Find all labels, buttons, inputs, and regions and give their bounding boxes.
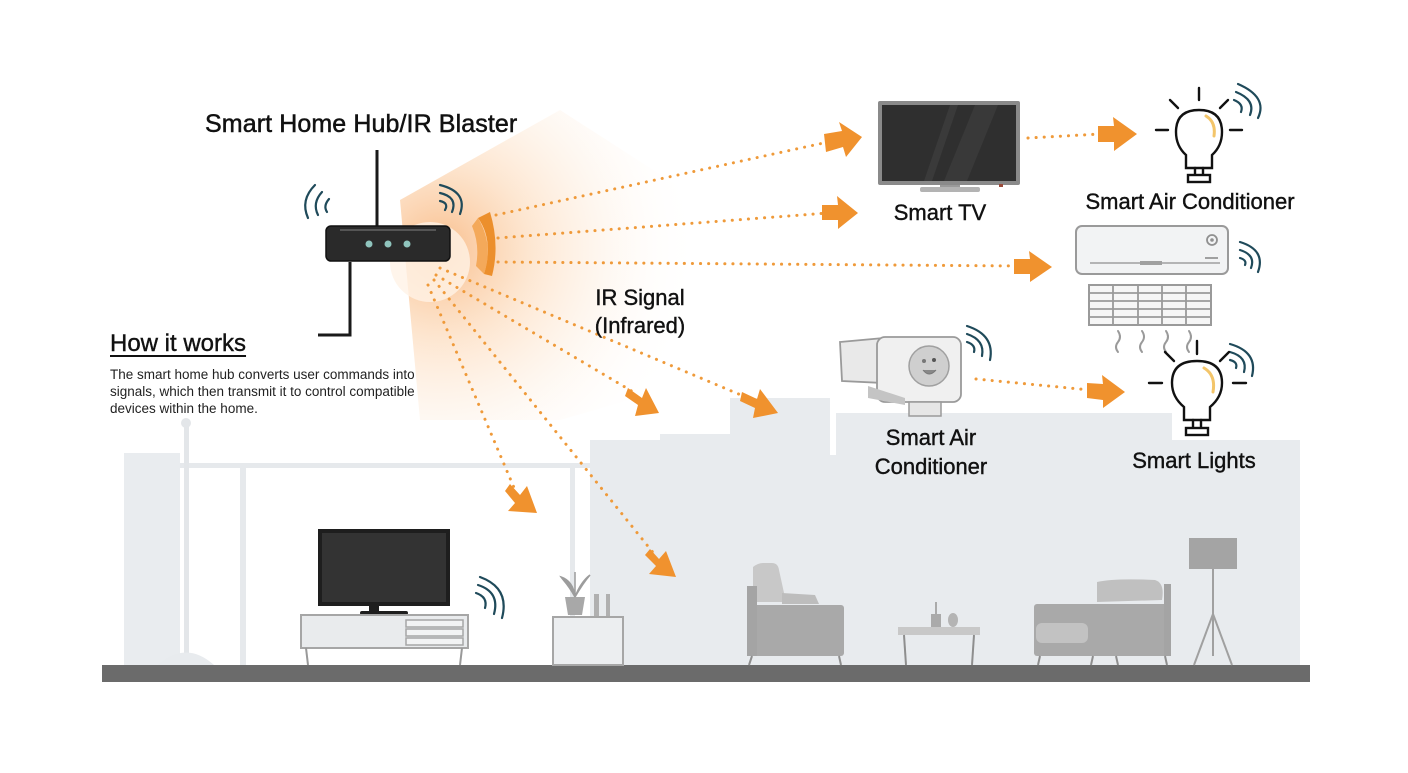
ir-signal-beams bbox=[426, 132, 1102, 557]
floor-lamp-pole bbox=[184, 425, 189, 655]
arrow-to-mid-room bbox=[625, 388, 659, 416]
wifi-icon-portable-ac bbox=[965, 324, 992, 362]
beam-to-window bbox=[426, 283, 517, 492]
window-frame-top bbox=[180, 463, 590, 468]
floor-lamp-base bbox=[158, 652, 214, 665]
armchair-left bbox=[747, 563, 844, 666]
wifi-icon-hub-right bbox=[438, 183, 463, 216]
wifi-icon-wall-ac bbox=[1238, 240, 1261, 274]
beam-to-tv-lower bbox=[496, 211, 830, 240]
beam-ac-to-lights bbox=[974, 377, 1092, 392]
hub-device bbox=[318, 150, 451, 337]
beam-to-wall-ac bbox=[496, 260, 1020, 268]
arrow-to-tv-lower bbox=[822, 196, 858, 229]
light-bulb-icon-top bbox=[1154, 86, 1244, 184]
portable-ac-icon bbox=[839, 336, 962, 417]
how-it-works-heading: How it works bbox=[110, 330, 247, 357]
smart-lights-label: Smart Lights bbox=[1132, 448, 1256, 473]
side-table-with-plant bbox=[552, 572, 624, 666]
window-mullion-right bbox=[570, 466, 575, 666]
hub-led-3 bbox=[403, 240, 411, 248]
air-conditioner-icon-wall bbox=[1075, 225, 1229, 353]
coffee-table bbox=[898, 602, 980, 666]
arrow-to-tv-upper bbox=[824, 122, 862, 157]
signal-arrows bbox=[505, 117, 1137, 577]
floor bbox=[102, 665, 1310, 682]
armchair-right bbox=[1034, 579, 1171, 666]
smart-tv-icon bbox=[878, 101, 1020, 192]
hub-led-1 bbox=[365, 240, 373, 248]
hub-led-2 bbox=[384, 240, 392, 248]
left-wall-panel bbox=[124, 453, 180, 667]
hub-title: Smart Home Hub/IR Blaster bbox=[205, 110, 518, 139]
tv-stand bbox=[300, 614, 469, 666]
hub-cable bbox=[318, 262, 352, 337]
smart-air-conditioner-portable-label: Smart Air Conditioner bbox=[856, 423, 1006, 481]
ir-signal-label-line-2: (Infrared) bbox=[594, 313, 686, 338]
wifi-icon-top-bulb bbox=[1232, 82, 1262, 120]
smart-air-conditioner-top-label: Smart Air Conditioner bbox=[1085, 189, 1295, 214]
floor-lamp bbox=[1189, 538, 1237, 666]
light-bulb-icon-bottom bbox=[1147, 339, 1248, 437]
living-room-tv bbox=[318, 529, 450, 615]
wifi-icon-bottom-bulb bbox=[1228, 342, 1255, 378]
arrow-to-portable-ac bbox=[740, 389, 778, 418]
wifi-icon-room-tv bbox=[474, 575, 505, 620]
beam-to-tv-upper bbox=[494, 140, 830, 217]
window-mullion bbox=[240, 466, 246, 666]
arrow-tv-to-bulb bbox=[1098, 117, 1137, 151]
arrow-to-living-room bbox=[645, 549, 676, 577]
beam-tv-to-bulb bbox=[1026, 132, 1102, 140]
smart-tv-label: Smart TV bbox=[893, 200, 987, 225]
how-it-works-text: The smart home hub converts user command… bbox=[110, 367, 415, 416]
arrow-to-lights bbox=[1087, 375, 1125, 408]
wifi-icon-hub-left bbox=[304, 183, 331, 220]
portable-ac-label-line-1: Smart Air bbox=[885, 425, 977, 450]
portable-ac-label-line-2: Conditioner bbox=[874, 454, 988, 479]
ir-signal-label: IR Signal (Infrared) bbox=[570, 284, 710, 340]
ir-emitter-lens bbox=[472, 212, 496, 276]
beam-to-portable-ac bbox=[438, 266, 750, 400]
arrow-to-wall-ac bbox=[1014, 251, 1052, 282]
ir-signal-label-line-1: IR Signal bbox=[595, 285, 685, 310]
arrow-to-window bbox=[505, 484, 537, 513]
ir-glow-cone bbox=[400, 110, 700, 420]
floor-lamp-top bbox=[181, 418, 191, 428]
